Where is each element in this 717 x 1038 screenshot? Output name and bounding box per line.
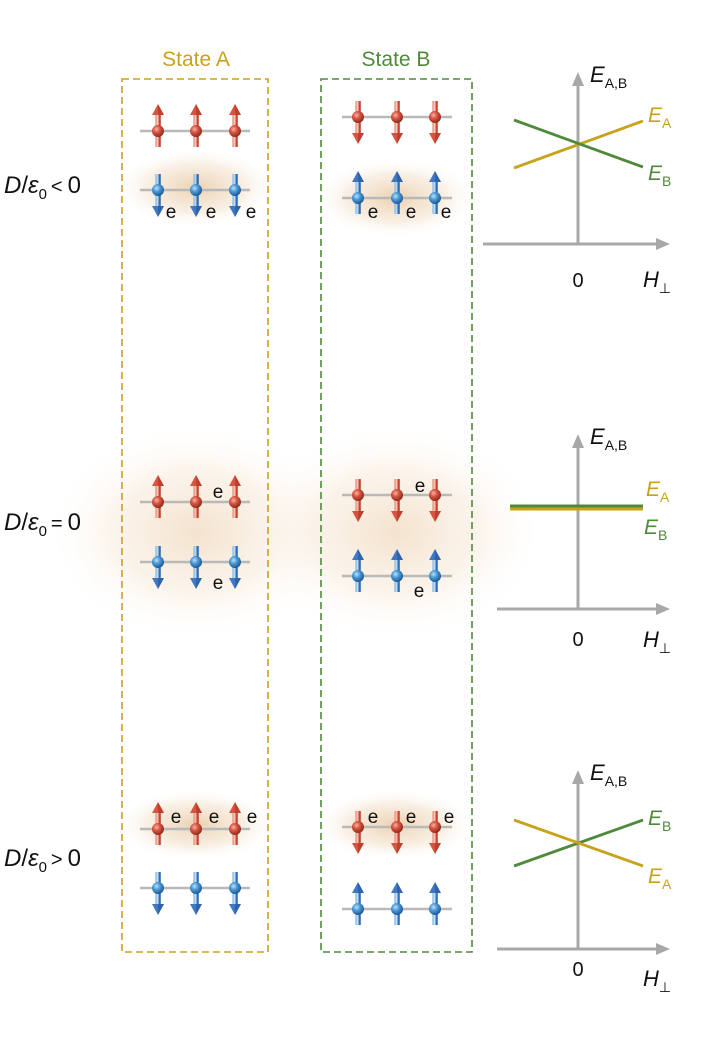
row1-a-bottom-spin-1 (152, 174, 164, 217)
row3-a-bottom-spin-3 (229, 872, 241, 915)
plot3-x-label: H⊥ (643, 966, 671, 995)
plot1-y-arrowhead (572, 72, 584, 86)
row3-b-electron-1: e (368, 807, 379, 828)
plot2-origin-label: 0 (572, 629, 583, 651)
spin-layers: e e e e e e e e e e e e e e e e (140, 101, 454, 925)
plot3-y-label: EA,B (590, 760, 627, 789)
glow-layer (46, 148, 545, 861)
row2-a-top-spin-3 (229, 475, 241, 518)
row3-a-electron-3: e (247, 807, 258, 828)
svg-text:D/ε0=0: D/ε0=0 (4, 509, 81, 540)
row1-b-bottom-spin-1 (352, 171, 364, 214)
row3-a-electron-1: e (171, 807, 182, 828)
row3-a-bottom-spin-1 (152, 872, 164, 915)
row2-a-top-spin-1 (152, 475, 164, 518)
row3-b-electron-3: e (444, 807, 455, 828)
row1-a-top-spin-2 (190, 104, 202, 147)
energy-plots: EA,B EA EB 0 H⊥ EA,B EA EB 0 H⊥ (483, 62, 672, 995)
state-a-header: State A (162, 48, 230, 71)
row1-a-electron-1: e (166, 202, 177, 223)
plot1-line1-label: EA (648, 104, 672, 131)
row1-a-top-spin-1 (152, 104, 164, 147)
row3-b-bottom-spin-2 (391, 882, 403, 925)
row3-b-bottom-spin-3 (429, 882, 441, 925)
plot2-y-arrowhead (572, 434, 584, 448)
plot3-x-arrowhead (656, 943, 670, 955)
plot2-x-arrowhead (656, 603, 670, 615)
row2-b-top-spin-1 (352, 479, 364, 522)
plot2-y-label: EA,B (590, 424, 627, 453)
glow-row2-state-b (245, 422, 545, 642)
energy-plot-3: EA,B EB EA 0 H⊥ (497, 760, 672, 995)
row3-b-bottom-spin-1 (352, 882, 364, 925)
row1-b-top-spin-2 (391, 101, 403, 144)
row3-b-top-spin-3 (429, 811, 441, 854)
svg-text:D/ε0<0: D/ε0<0 (4, 172, 81, 203)
svg-text:D/ε0>0: D/ε0>0 (4, 845, 81, 876)
row1-b-electron-2: e (406, 202, 417, 223)
plot1-line-eb (513, 118, 644, 169)
plot3-origin-label: 0 (572, 959, 583, 981)
row2-b-electron-bottom: e (414, 581, 425, 602)
plot3-line-ea (513, 818, 644, 868)
row2-a-electron-top: e (213, 482, 224, 503)
row2-b-top-spin-2 (391, 479, 403, 522)
row3-a-top-spin-1 (152, 802, 164, 845)
plot1-origin-label: 0 (572, 270, 583, 292)
plot3-y-arrowhead (572, 770, 584, 784)
row3-b-top-spin-2 (391, 811, 403, 854)
plot1-y-label: EA,B (590, 62, 627, 91)
row2-a-bottom-spin-2 (190, 546, 202, 589)
row1-a-top-spin-3 (229, 104, 241, 147)
plot2-line2-label: EB (644, 516, 667, 543)
row1-b-top-spin-1 (352, 101, 364, 144)
state-a-box (121, 78, 269, 953)
row1-a-bottom-spin-2 (190, 174, 202, 217)
plot2-line1-label: EA (646, 478, 670, 505)
row1-b-bottom-spin-3 (429, 171, 441, 214)
row2-b-bottom-spin-3 (429, 549, 441, 592)
plot2-x-label: H⊥ (643, 627, 671, 656)
row1-a-electron-2: e (206, 202, 217, 223)
plot3-line2-label: EA (648, 865, 672, 892)
row3-a-electron-2: e (209, 807, 220, 828)
row2-a-bottom-spin-1 (152, 546, 164, 589)
plot3-line1-label: EB (648, 807, 671, 834)
state-b-header: State B (362, 48, 431, 71)
row2-b-bottom-spin-1 (352, 549, 364, 592)
row1-a-bottom-spin-3 (229, 174, 241, 217)
row2-b-electron-top: e (415, 476, 426, 497)
row2-b-top-spin-3 (429, 479, 441, 522)
row3-a-top-spin-3 (229, 802, 241, 845)
state-b-box (320, 78, 473, 953)
condition-label-row1: D/ε0<0 (4, 172, 81, 203)
plot1-x-label: H⊥ (643, 267, 671, 296)
row3-a-bottom-spin-2 (190, 872, 202, 915)
row2-a-electron-bottom: e (213, 573, 224, 594)
row3-b-top-spin-1 (352, 811, 364, 854)
row2-a-top-spin-2 (190, 475, 202, 518)
row1-b-bottom-spin-2 (391, 171, 403, 214)
plot1-x-arrowhead (656, 238, 670, 250)
row1-a-electron-3: e (246, 202, 257, 223)
row1-b-electron-1: e (368, 202, 379, 223)
row3-a-top-spin-2 (190, 802, 202, 845)
energy-plot-2: EA,B EA EB 0 H⊥ (497, 424, 671, 656)
row1-b-electron-3: e (441, 202, 452, 223)
energy-plot-1: EA,B EA EB 0 H⊥ (483, 62, 672, 296)
row2-a-bottom-spin-3 (229, 546, 241, 589)
condition-label-row2: D/ε0=0 (4, 509, 81, 540)
row3-b-electron-2: e (406, 807, 417, 828)
row1-b-top-spin-3 (429, 101, 441, 144)
plot1-line2-label: EB (648, 162, 671, 189)
row2-b-bottom-spin-2 (391, 549, 403, 592)
condition-label-row3: D/ε0>0 (4, 845, 81, 876)
